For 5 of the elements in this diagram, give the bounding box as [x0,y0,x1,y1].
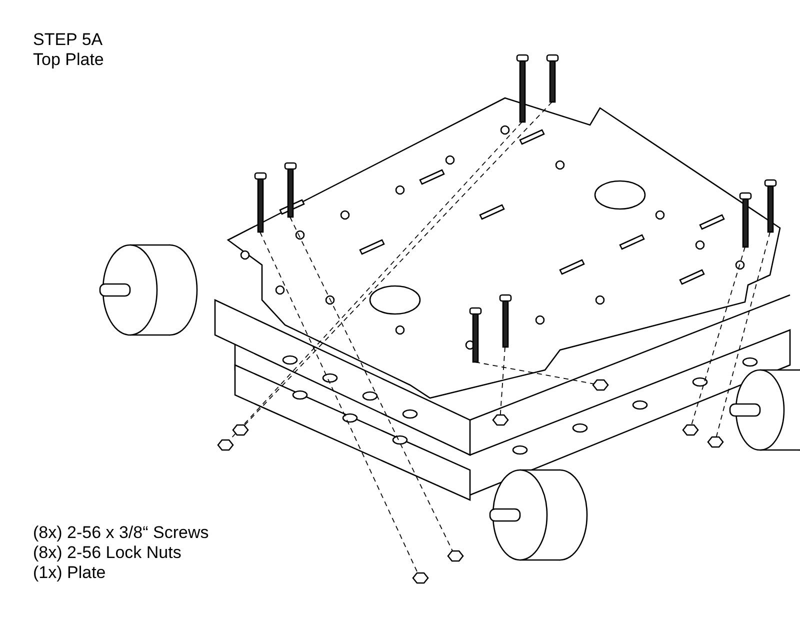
parts-list-item: (8x) 2-56 Lock Nuts [33,543,182,563]
parts-list-item: (8x) 2-56 x 3/8“ Screws [33,523,209,543]
parts-list-item: (1x) Plate [33,563,106,583]
step-subtitle: Top Plate [33,50,104,70]
step-title: STEP 5A [33,30,103,50]
